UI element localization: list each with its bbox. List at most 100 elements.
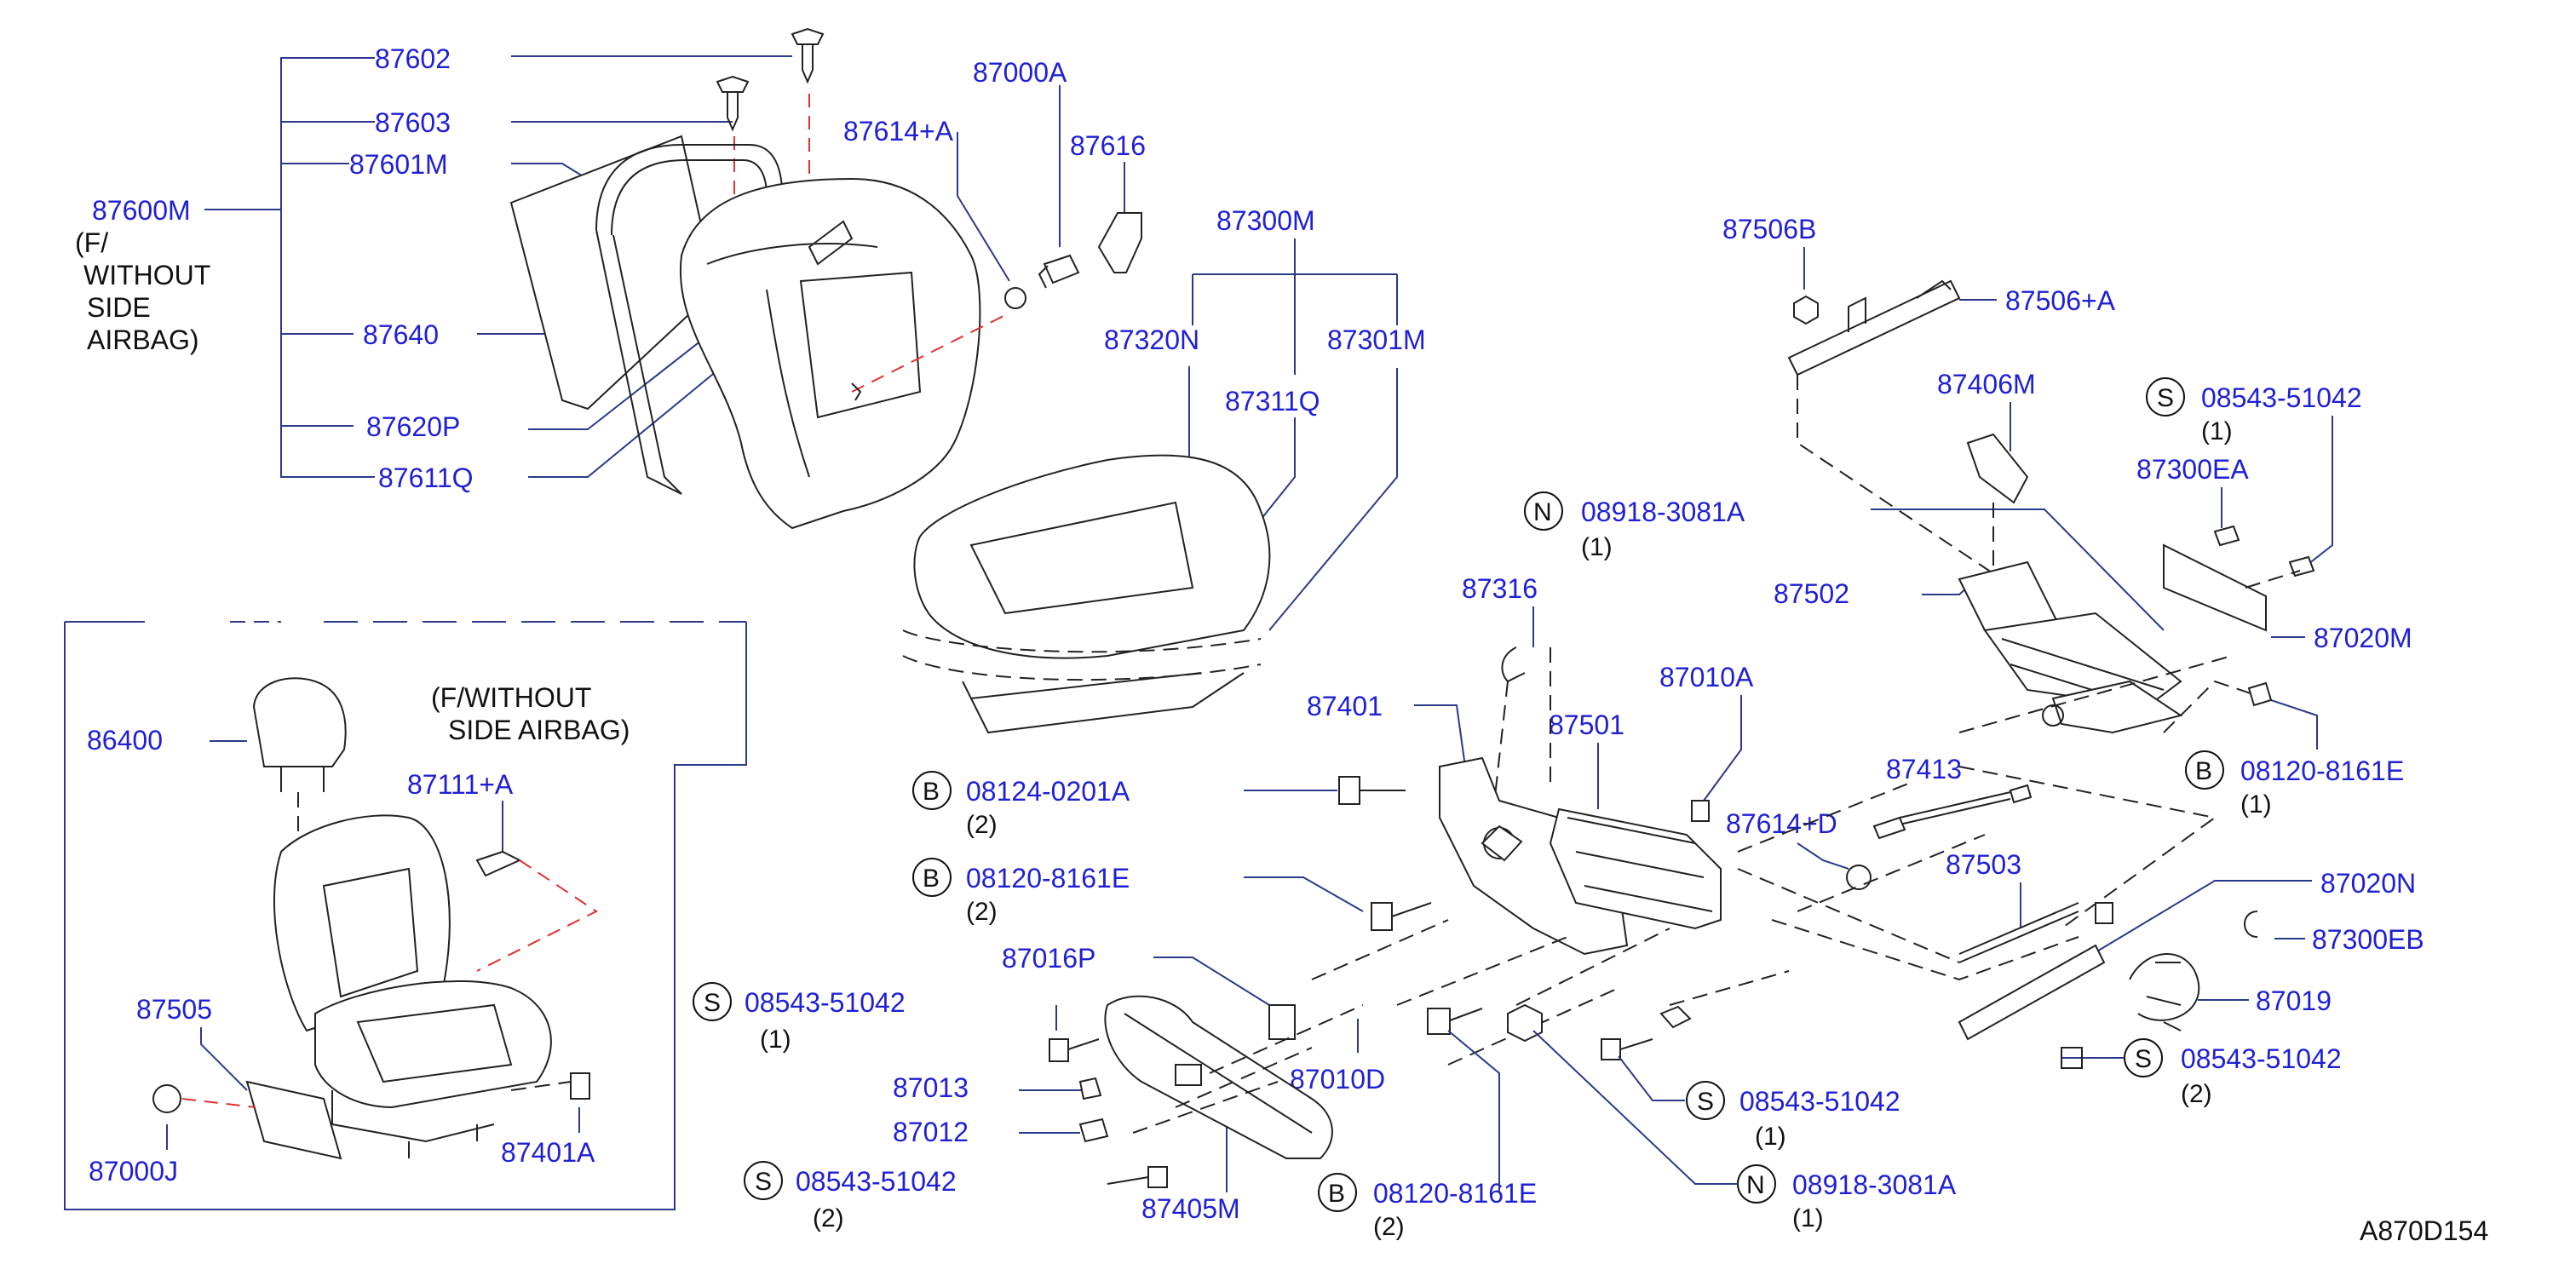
svg-text:S: S [2135, 1045, 2152, 1073]
part-label-87602: 87602 [375, 43, 451, 74]
part-label-87300M: 87300M [1216, 205, 1315, 236]
part-label-87401A: 87401A [501, 1137, 595, 1168]
svg-text:08543-51042: 08543-51042 [1739, 1086, 1900, 1117]
fastener-S-08543-51042-bottom-right: S 08543-51042 (2) [2061, 1038, 2342, 1108]
part-label-87616: 87616 [1070, 130, 1146, 161]
part-label-87501: 87501 [1549, 710, 1624, 740]
part-label-87010D: 87010D [1290, 1064, 1385, 1095]
svg-text:B: B [1328, 1180, 1345, 1208]
svg-text:(1): (1) [1792, 1204, 1824, 1232]
svg-text:B: B [923, 865, 940, 893]
part-label-87506B: 87506B [1722, 214, 1816, 244]
seat-cushion-drawing [902, 454, 1271, 734]
svg-text:S: S [1697, 1088, 1714, 1116]
part-label-87406M: 87406M [1937, 369, 2036, 399]
part-label-87506A: 87506+A [2005, 285, 2116, 316]
svg-text:S: S [704, 989, 721, 1017]
part-label-87111A: 87111+A [407, 769, 514, 800]
part-label-87016P: 87016P [1002, 943, 1095, 974]
fastener-N-08918-3081A-bottom: N 08918-3081A (1) [1532, 1030, 1957, 1232]
svg-text:08120-8161E: 08120-8161E [2240, 756, 2404, 786]
svg-text:N: N [1746, 1171, 1765, 1199]
seat-adjuster-drawing [1311, 646, 2217, 1066]
note-f-without-2: WITHOUT [83, 260, 210, 290]
fastener-B-08120-8161E-left: B 08120-8161E (2) [912, 858, 1432, 931]
part-label-87013: 87013 [893, 1072, 969, 1103]
part-label-87640: 87640 [363, 319, 439, 350]
svg-text:08120-8161E: 08120-8161E [1373, 1178, 1537, 1209]
part-label-87614A: 87614+A [843, 116, 954, 147]
inset-frame [64, 621, 747, 1210]
svg-text:(1): (1) [1755, 1123, 1786, 1151]
part-label-87405M: 87405M [1141, 1193, 1240, 1224]
inset-note-line-1: (F/WITHOUT [431, 682, 591, 713]
part-label-87611Q: 87611Q [378, 463, 474, 493]
part-label-87010A: 87010A [1659, 662, 1754, 692]
part-label-87401: 87401 [1307, 691, 1383, 721]
part-label-87601M: 87601M [349, 149, 448, 180]
svg-text:(2): (2) [966, 898, 998, 926]
seatback-drawing [509, 27, 1006, 530]
fastener-S-08543-51042-mid: S 08543-51042 (1) [693, 982, 906, 1054]
part-label-87012: 87012 [893, 1117, 969, 1147]
part-label-87603: 87603 [375, 107, 451, 138]
part-label-87311Q: 87311Q [1225, 386, 1320, 417]
part-label-87502: 87502 [1774, 578, 1849, 609]
part-label-87620P: 87620P [366, 411, 460, 442]
svg-text:(2): (2) [813, 1204, 844, 1232]
svg-text:B: B [923, 778, 940, 806]
part-label-87300EB: 87300EB [2312, 924, 2424, 955]
svg-text:(2): (2) [1373, 1213, 1405, 1241]
svg-text:08543-51042: 08543-51042 [2201, 382, 2362, 413]
fastener-S-08543-51042-bottom-left: S 08543-51042 (2) [744, 1161, 957, 1232]
part-label-87413: 87413 [1886, 754, 1962, 784]
part-label-87019: 87019 [2256, 985, 2332, 1016]
svg-text:(2): (2) [966, 811, 998, 839]
svg-text:(1): (1) [2240, 790, 2272, 819]
svg-text:08543-51042: 08543-51042 [745, 987, 906, 1018]
svg-text:S: S [2157, 384, 2174, 412]
svg-text:08543-51042: 08543-51042 [796, 1166, 957, 1197]
svg-text:08918-3081A: 08918-3081A [1581, 497, 1745, 527]
part-label-86400: 86400 [87, 725, 163, 756]
part-label-87614D: 87614+D [1726, 808, 1837, 839]
inset-note-line-2: SIDE AIRBAG) [448, 715, 630, 745]
svg-text:08543-51042: 08543-51042 [2181, 1043, 2342, 1074]
svg-text:(1): (1) [760, 1026, 791, 1054]
fastener-N-08918-3081A-top: N 08918-3081A (1) [1524, 491, 1745, 561]
fastener-S-08543-51042-center-bottom: S 08543-51042 (1) [1618, 1055, 1900, 1151]
part-label-87000A: 87000A [973, 57, 1067, 88]
part-label-87020N: 87020N [2320, 868, 2416, 899]
small-parts-top [1004, 212, 1142, 309]
lower-bracket-drawing [1049, 995, 1364, 1188]
diagram-code: A870D154 [2360, 1215, 2488, 1246]
svg-text:B: B [2195, 757, 2212, 785]
fastener-B-08124-0201A: B 08124-0201A (2) [912, 771, 1406, 839]
part-label-87505: 87505 [136, 994, 212, 1025]
part-label-87503: 87503 [1946, 849, 2021, 880]
part-label-87600M: 87600M [92, 195, 191, 226]
part-label-87301M: 87301M [1327, 325, 1426, 355]
fastener-B-08120-8161E-right: B 08120-8161E (1) [2185, 698, 2404, 819]
svg-text:S: S [755, 1168, 772, 1196]
svg-text:(2): (2) [2181, 1080, 2212, 1108]
part-label-87300EA: 87300EA [2136, 454, 2249, 485]
right-mechanism-drawing [1787, 279, 2315, 1069]
svg-text:(1): (1) [2201, 417, 2233, 445]
part-label-87320N: 87320N [1104, 325, 1199, 355]
part-label-87000J: 87000J [89, 1156, 178, 1186]
note-f-without-1: (F/ [75, 227, 108, 258]
svg-text:(1): (1) [1581, 533, 1613, 561]
svg-text:08124-0201A: 08124-0201A [966, 776, 1130, 807]
fastener-B-08120-8161E-bottom: B 08120-8161E (2) [1318, 1030, 1537, 1241]
svg-text:N: N [1533, 498, 1552, 526]
fastener-S-08543-51042-top-right: S 08543-51042 (1) [2146, 377, 2362, 572]
note-f-without-4: AIRBAG) [87, 325, 199, 355]
svg-text:08120-8161E: 08120-8161E [966, 863, 1130, 893]
part-label-87020M: 87020M [2314, 623, 2412, 653]
note-f-without-3: SIDE [87, 292, 151, 323]
part-label-87316: 87316 [1462, 573, 1538, 604]
svg-text:08918-3081A: 08918-3081A [1792, 1169, 1957, 1200]
full-seat-drawing [152, 677, 598, 1160]
